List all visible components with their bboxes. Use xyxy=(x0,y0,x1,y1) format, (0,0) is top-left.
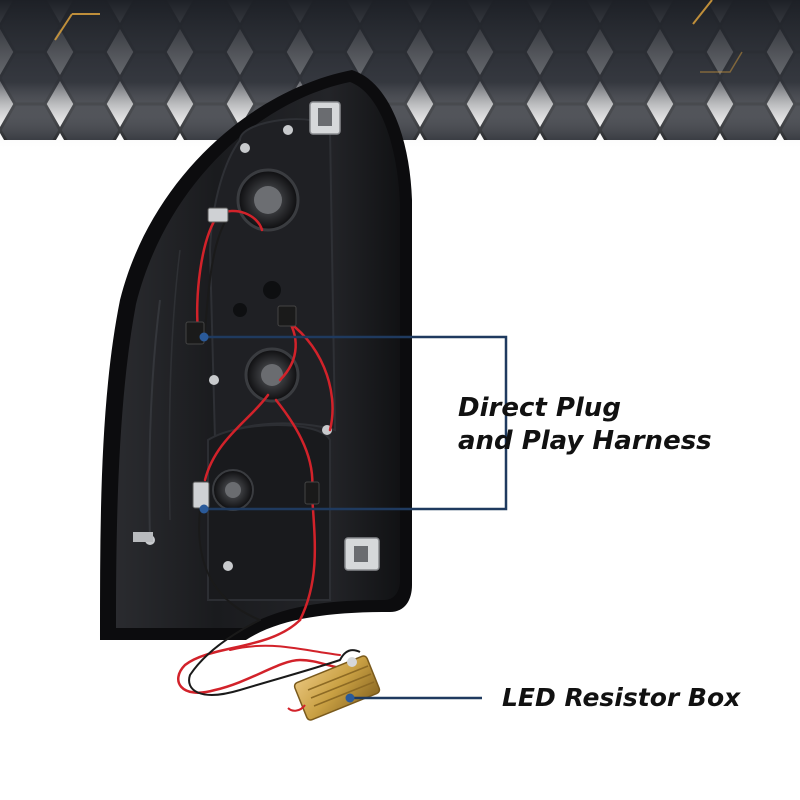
harness-callout-dot-bottom xyxy=(199,504,209,514)
resistor-box-image xyxy=(287,649,381,721)
harness-callout-line-2: and Play Harness xyxy=(458,426,712,456)
resistor-callout-label: LED Resistor Box xyxy=(502,683,741,712)
resistor-callout-dot xyxy=(345,693,355,703)
hexagon-background xyxy=(0,0,800,150)
harness-callout-dot-top xyxy=(199,332,209,342)
harness-callout-label: Direct Plug and Play Harness xyxy=(458,392,712,458)
callout-lines xyxy=(199,332,508,703)
tail-light-housing xyxy=(100,70,412,640)
harness-callout-line-1: Direct Plug xyxy=(458,393,621,423)
